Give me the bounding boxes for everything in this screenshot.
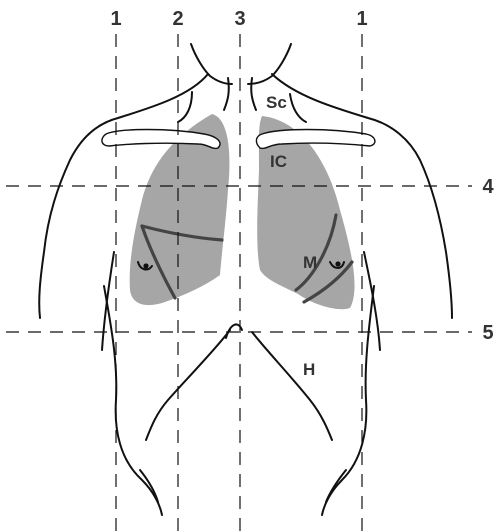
torso-outline xyxy=(39,44,452,515)
line-label-2: 2 xyxy=(172,8,183,30)
line-label-4: 4 xyxy=(482,176,494,198)
line-label-1-left: 1 xyxy=(356,8,367,30)
neck-right-line xyxy=(191,44,232,84)
right-abdominal-line xyxy=(140,470,158,502)
region-label-hypochondriac: H xyxy=(303,360,315,379)
neck-left-line xyxy=(248,44,291,84)
left-clavicle xyxy=(256,130,375,149)
trapezius-left-line xyxy=(290,94,306,122)
right-costal-margin xyxy=(146,330,230,440)
line-label-5: 5 xyxy=(482,322,493,344)
right-nipple-dot xyxy=(144,264,147,267)
left-torso-side xyxy=(322,286,374,515)
line-label-1-right: 1 xyxy=(110,8,121,30)
right-torso-side xyxy=(104,286,162,515)
clavicles xyxy=(102,130,375,149)
region-label-infraclavicular: IC xyxy=(270,152,287,171)
left-costal-margin xyxy=(252,332,332,440)
reference-lines xyxy=(6,34,472,531)
trapezius-right-line xyxy=(178,92,192,122)
line-label-3: 3 xyxy=(234,8,245,30)
left-nipple-dot xyxy=(336,262,339,265)
region-label-supraclavicular: Sc xyxy=(266,93,287,112)
region-label-mammary: M xyxy=(303,253,317,272)
